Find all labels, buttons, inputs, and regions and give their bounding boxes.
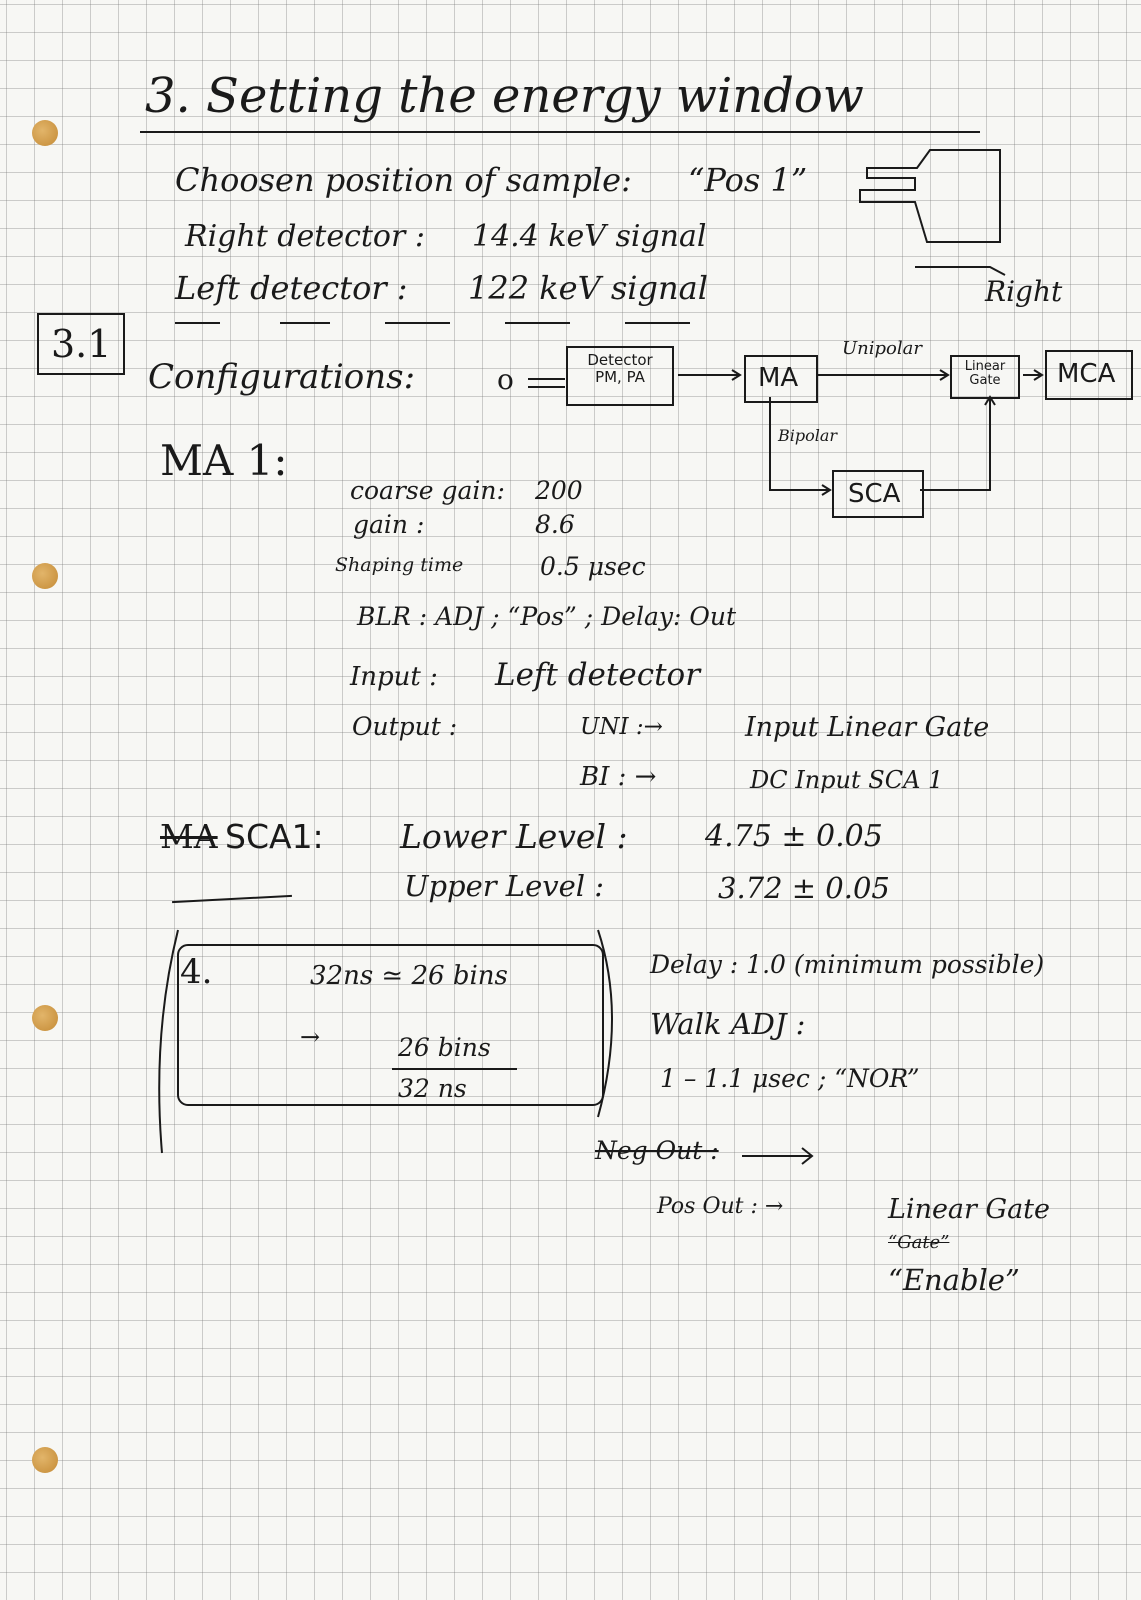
dashed-separator bbox=[175, 322, 690, 324]
output-label: Output : bbox=[352, 712, 458, 741]
bi-target: DC Input SCA 1 bbox=[750, 766, 944, 794]
linear-gate-box: Linear Gate bbox=[950, 355, 1020, 399]
left-detector-value: 122 keV signal bbox=[468, 269, 708, 307]
sca-label: SCA bbox=[848, 479, 901, 509]
pos-out-struck-target: “Gate” bbox=[888, 1232, 950, 1253]
calc-arrow: → bbox=[300, 1023, 321, 1051]
detector-box: Detector PM, PA bbox=[566, 346, 674, 406]
walk-adj-value: 1 – 1.1 μsec ; “NOR” bbox=[660, 1064, 920, 1093]
detector-label: Detector bbox=[587, 351, 653, 369]
delay-setting: Delay : 1.0 (minimum possible) bbox=[650, 950, 1045, 979]
coarse-gain-label: coarse gain: bbox=[350, 476, 505, 505]
uni-target: Input Linear Gate bbox=[745, 712, 990, 743]
sample-position-label: Choosen position of sample: bbox=[175, 161, 632, 199]
calc-equivalence: 32ns ≃ 26 bins bbox=[310, 961, 508, 991]
input-value: Left detector bbox=[495, 657, 701, 693]
shaping-time-value: 0.5 μsec bbox=[540, 552, 646, 581]
upper-level-label: Upper Level : bbox=[404, 869, 605, 903]
page-title: 3. Setting the energy window bbox=[145, 68, 864, 124]
walk-adj-label: Walk ADJ : bbox=[650, 1007, 806, 1041]
ma-box: MA bbox=[744, 355, 818, 403]
input-label: Input : bbox=[350, 662, 438, 692]
calc-denominator: 32 ns bbox=[398, 1074, 467, 1103]
binder-hole bbox=[32, 563, 58, 589]
coarse-gain-value: 200 bbox=[535, 476, 583, 505]
ma1-label: MA 1: bbox=[160, 436, 288, 485]
right-detector-label: Right detector : bbox=[185, 219, 425, 254]
binder-hole bbox=[32, 120, 58, 146]
shaping-time-label: Shaping time bbox=[335, 554, 464, 576]
ma-label: MA bbox=[758, 363, 799, 393]
right-label: Right bbox=[985, 275, 1063, 308]
sca1-struck-label: MA bbox=[160, 817, 218, 856]
gain-label: gain : bbox=[353, 510, 425, 539]
gain-value: 8.6 bbox=[535, 510, 575, 539]
pos-out-label: Pos Out : → bbox=[657, 1194, 784, 1219]
binder-hole bbox=[32, 1447, 58, 1473]
lower-level-label: Lower Level : bbox=[400, 817, 628, 856]
sca-box: SCA bbox=[832, 470, 924, 518]
sample-position-value: “Pos 1” bbox=[688, 161, 808, 199]
pos-out-target: Linear Gate bbox=[888, 1194, 1051, 1225]
configurations-heading: Configurations: bbox=[148, 357, 416, 397]
pos-out-enable: “Enable” bbox=[888, 1263, 1020, 1297]
binder-hole bbox=[32, 1005, 58, 1031]
fraction-line bbox=[392, 1068, 517, 1070]
right-detector-value: 14.4 keV signal bbox=[472, 219, 707, 254]
uni-arrow: UNI :→ bbox=[580, 714, 663, 740]
detector-sub-label: PM, PA bbox=[595, 367, 645, 386]
bipolar-label: Bipolar bbox=[778, 426, 838, 445]
source-symbol: o bbox=[497, 363, 514, 396]
lower-level-value: 4.75 ± 0.05 bbox=[705, 819, 883, 854]
calc-number: 4. bbox=[180, 952, 213, 992]
title-underline bbox=[140, 131, 980, 133]
blr-settings: BLR : ADJ ; “Pos” ; Delay: Out bbox=[357, 602, 736, 631]
sample-sketch bbox=[859, 149, 1006, 276]
section-number: 3.1 bbox=[37, 313, 126, 375]
calculation-brackets bbox=[158, 929, 613, 1154]
neg-out-struck: Neg Out : bbox=[595, 1136, 719, 1165]
mca-label: MCA bbox=[1057, 359, 1116, 389]
neg-out-arrow bbox=[742, 1147, 814, 1165]
unipolar-label: Unipolar bbox=[842, 338, 922, 359]
mca-box: MCA bbox=[1045, 350, 1133, 400]
left-detector-label: Left detector : bbox=[175, 269, 408, 307]
calc-numerator: 26 bins bbox=[398, 1033, 491, 1062]
sca1-label: SCA1: bbox=[225, 817, 324, 856]
linear-gate-label: Linear Gate bbox=[964, 359, 1006, 389]
upper-level-value: 3.72 ± 0.05 bbox=[718, 871, 890, 905]
bi-arrow: BI : → bbox=[580, 762, 657, 792]
dash-mark bbox=[172, 894, 292, 904]
